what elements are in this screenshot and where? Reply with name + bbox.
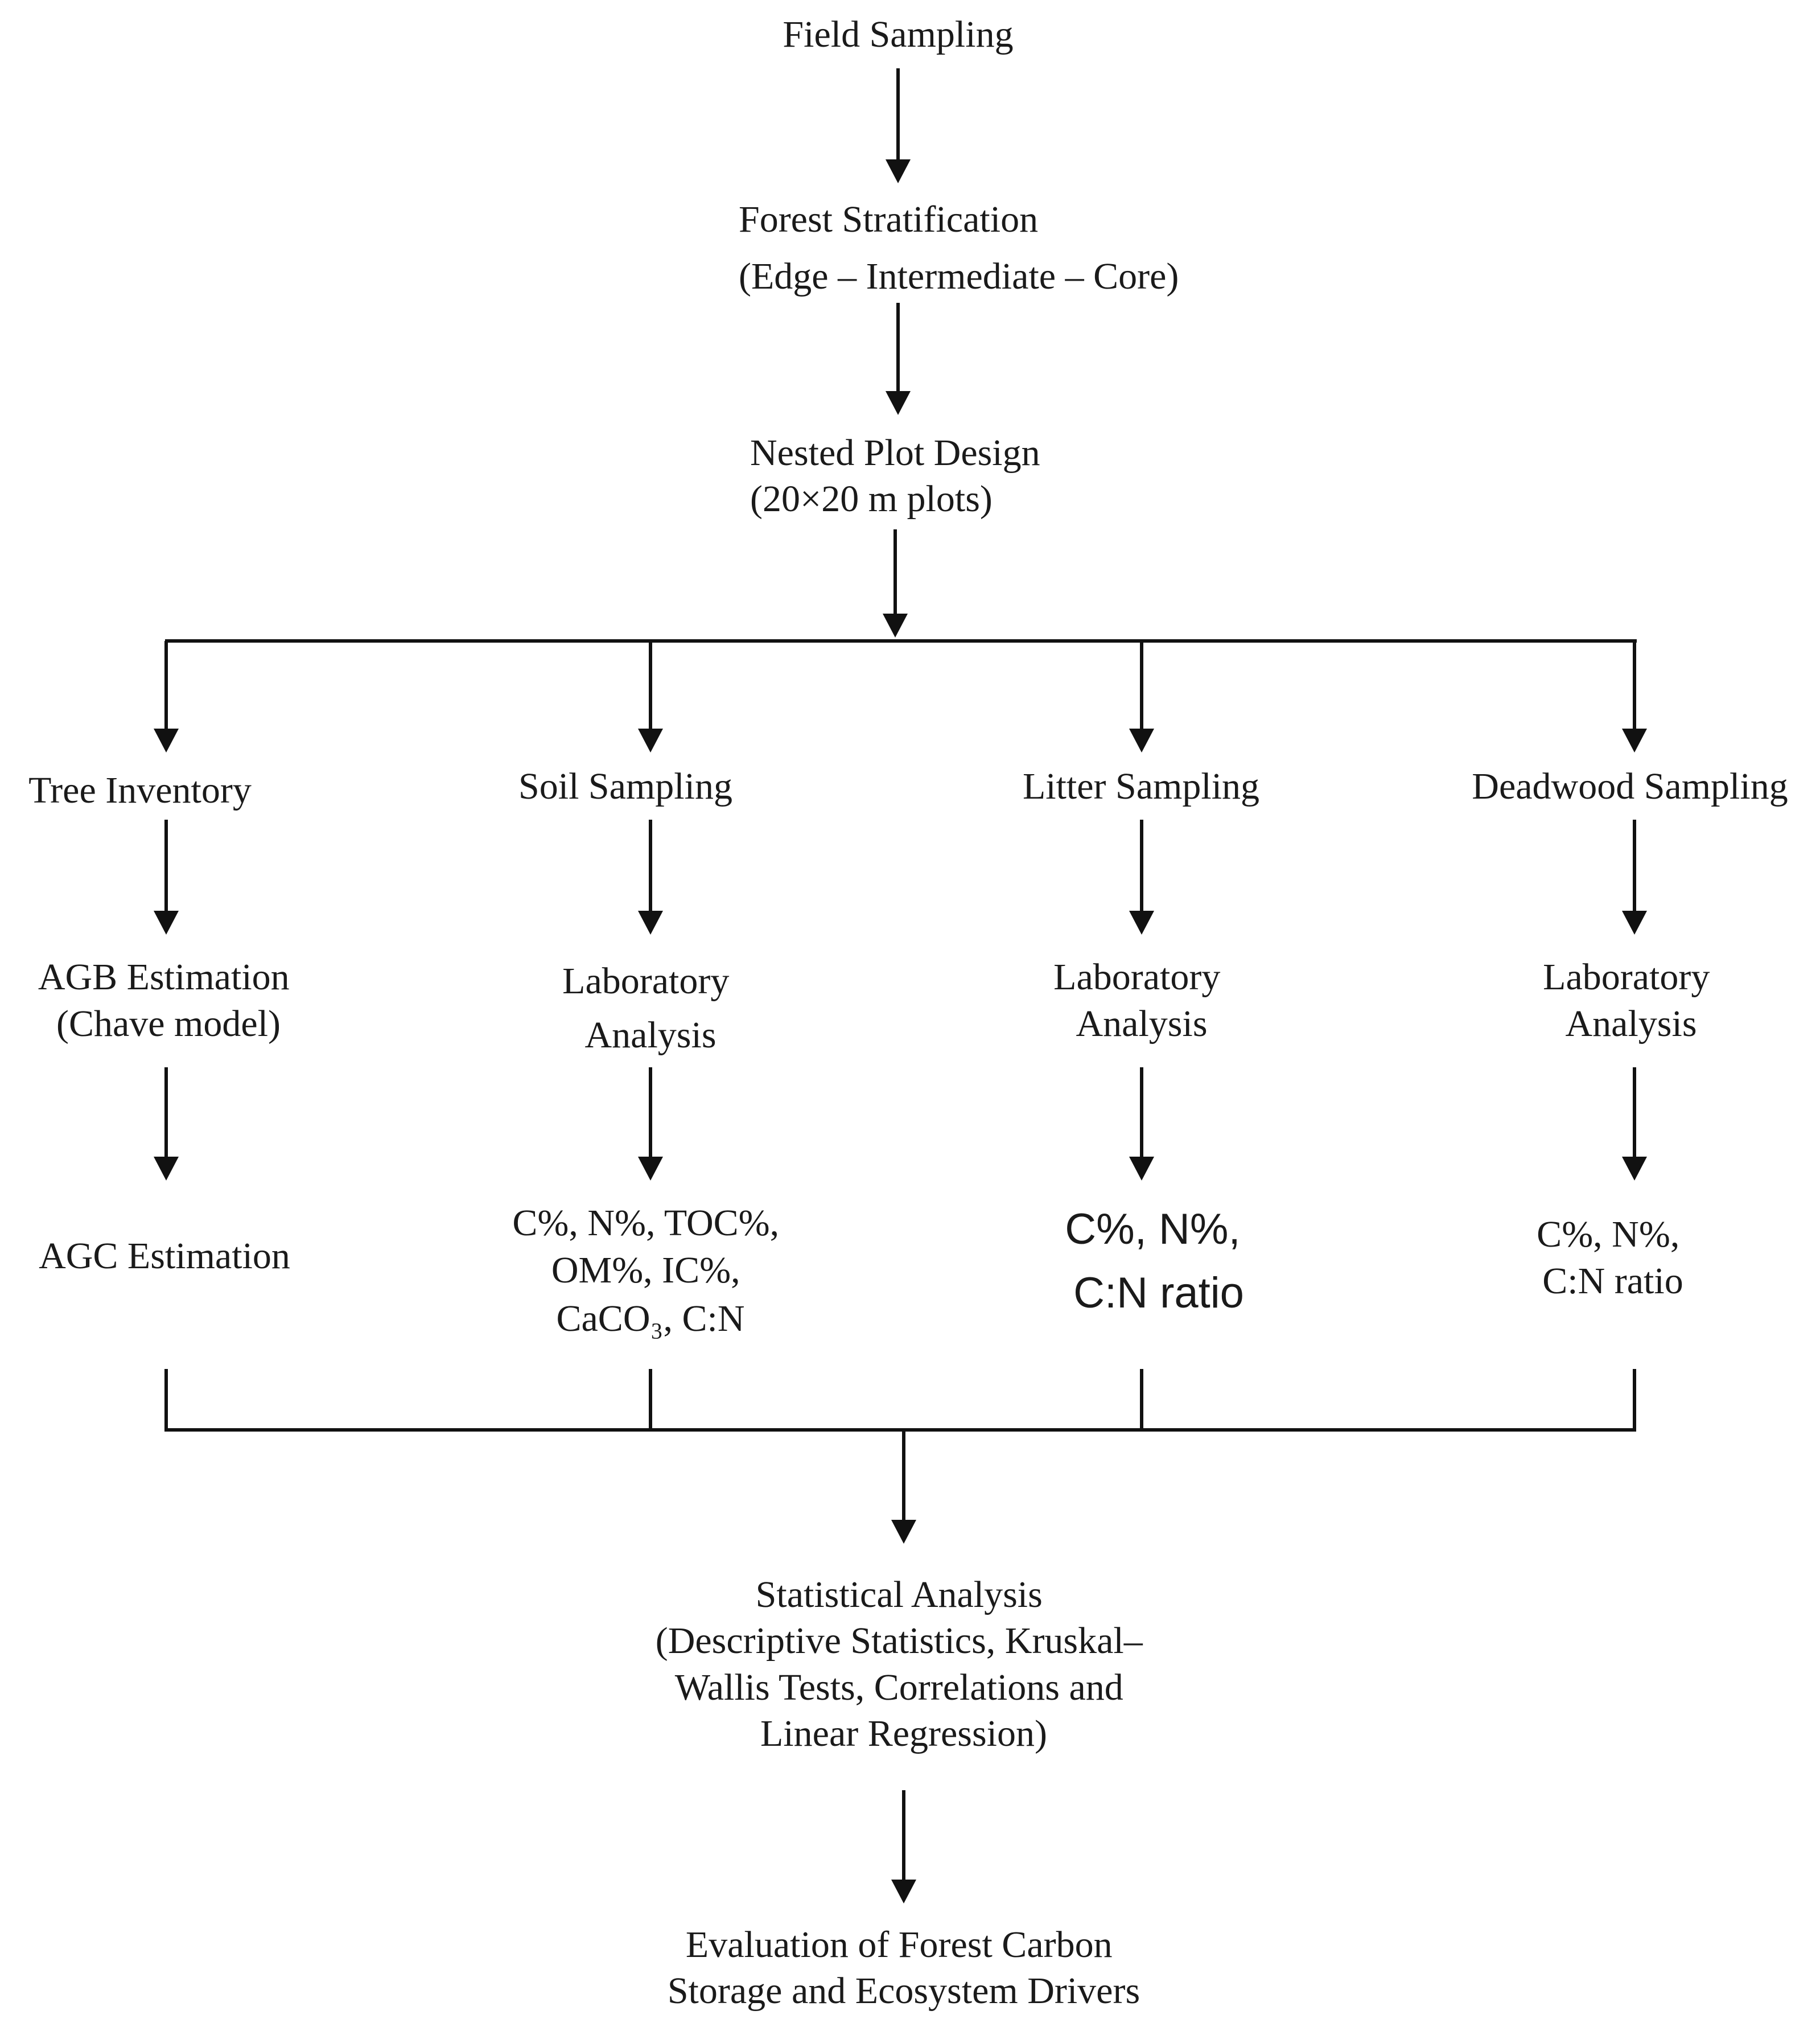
arrowhead [1622, 729, 1647, 753]
node-line: Evaluation of Forest Carbon [686, 1924, 1113, 1966]
arrowhead [886, 159, 911, 183]
node-line: Nested Plot Design [750, 432, 1040, 474]
arrowhead [1622, 911, 1647, 935]
node-litter-sampling: Litter Sampling [1023, 766, 1259, 807]
node-line: Wallis Tests, Correlations and [675, 1667, 1123, 1708]
arrowhead [1129, 1157, 1154, 1181]
node-deadwood-sampling: Deadwood Sampling [1472, 766, 1788, 807]
node-line: C%, N%, TOC%, [512, 1202, 779, 1244]
node-field-sampling: Field Sampling [783, 14, 1013, 55]
node-deadwood-lab-analysis: Laboratory Analysis [1543, 956, 1719, 1045]
arrowhead [886, 391, 911, 415]
arrowhead [638, 1157, 663, 1181]
node-line: Analysis [1076, 1003, 1208, 1045]
node-line: Soil Sampling [518, 766, 732, 807]
arrowhead [638, 729, 663, 753]
arrowhead [1129, 911, 1154, 935]
node-litter-lab-analysis: Laboratory Analysis [1053, 956, 1230, 1045]
node-soil-lab-analysis: Laboratory Analysis [562, 960, 739, 1056]
node-line: C:N ratio [1073, 1269, 1244, 1317]
node-line: (Descriptive Statistics, Kruskal– [656, 1620, 1143, 1662]
node-soil-parameters: C%, N%, TOC%, OM%, IC%, CaCO₃, C:N [512, 1202, 788, 1339]
node-line: (Chave model) [56, 1003, 281, 1045]
node-litter-parameters: C%, N%, C:N ratio [1065, 1205, 1252, 1317]
node-line: Laboratory [562, 960, 729, 1002]
node-line: AGB Estimation [38, 956, 290, 998]
node-line: Field Sampling [783, 14, 1013, 55]
arrowhead [891, 1880, 916, 1903]
node-deadwood-parameters: C%, N%, C:N ratio [1537, 1214, 1689, 1302]
node-line: Litter Sampling [1023, 766, 1259, 807]
node-evaluation: Evaluation of Forest Carbon Storage and … [668, 1924, 1140, 2012]
node-line: Tree Inventory [28, 770, 252, 811]
connectors [154, 68, 1647, 1903]
node-line: Laboratory [1053, 956, 1220, 998]
node-soil-sampling: Soil Sampling [518, 766, 732, 807]
node-line: C%, N%, [1537, 1214, 1679, 1255]
node-statistical-analysis: Statistical Analysis (Descriptive Statis… [656, 1574, 1152, 1754]
node-line: C:N ratio [1542, 1260, 1683, 1302]
node-line: Analysis [585, 1014, 717, 1056]
node-nested-plot-design: Nested Plot Design (20×20 m plots) [750, 432, 1049, 520]
node-line: Analysis [1566, 1003, 1697, 1045]
node-line: CaCO₃, C:N [556, 1298, 744, 1339]
node-agb-estimation: AGB Estimation (Chave model) [38, 956, 299, 1045]
node-agc-estimation: AGC Estimation [39, 1235, 290, 1277]
node-line: (Edge – Intermediate – Core) [739, 256, 1179, 297]
node-line: (20×20 m plots) [750, 478, 993, 520]
arrowhead [1129, 729, 1154, 753]
node-line: Laboratory [1543, 956, 1710, 998]
arrowhead [154, 911, 179, 935]
node-line: Deadwood Sampling [1472, 766, 1788, 807]
arrowhead [891, 1520, 916, 1544]
node-tree-inventory: Tree Inventory [28, 770, 252, 811]
node-forest-stratification: Forest Stratification (Edge – Intermedia… [739, 199, 1179, 297]
node-line: C%, N%, [1065, 1205, 1240, 1253]
node-line: Linear Regression) [760, 1713, 1047, 1754]
arrowhead [154, 1157, 179, 1181]
node-line: OM%, IC%, [551, 1249, 740, 1291]
node-line: Storage and Ecosystem Drivers [668, 1970, 1140, 2012]
arrowhead [154, 729, 179, 753]
arrowhead [638, 911, 663, 935]
node-line: AGC Estimation [39, 1235, 290, 1277]
arrowhead [883, 614, 908, 638]
node-line: Forest Stratification [739, 199, 1038, 240]
node-line: Statistical Analysis [756, 1574, 1043, 1615]
arrowhead [1622, 1157, 1647, 1181]
